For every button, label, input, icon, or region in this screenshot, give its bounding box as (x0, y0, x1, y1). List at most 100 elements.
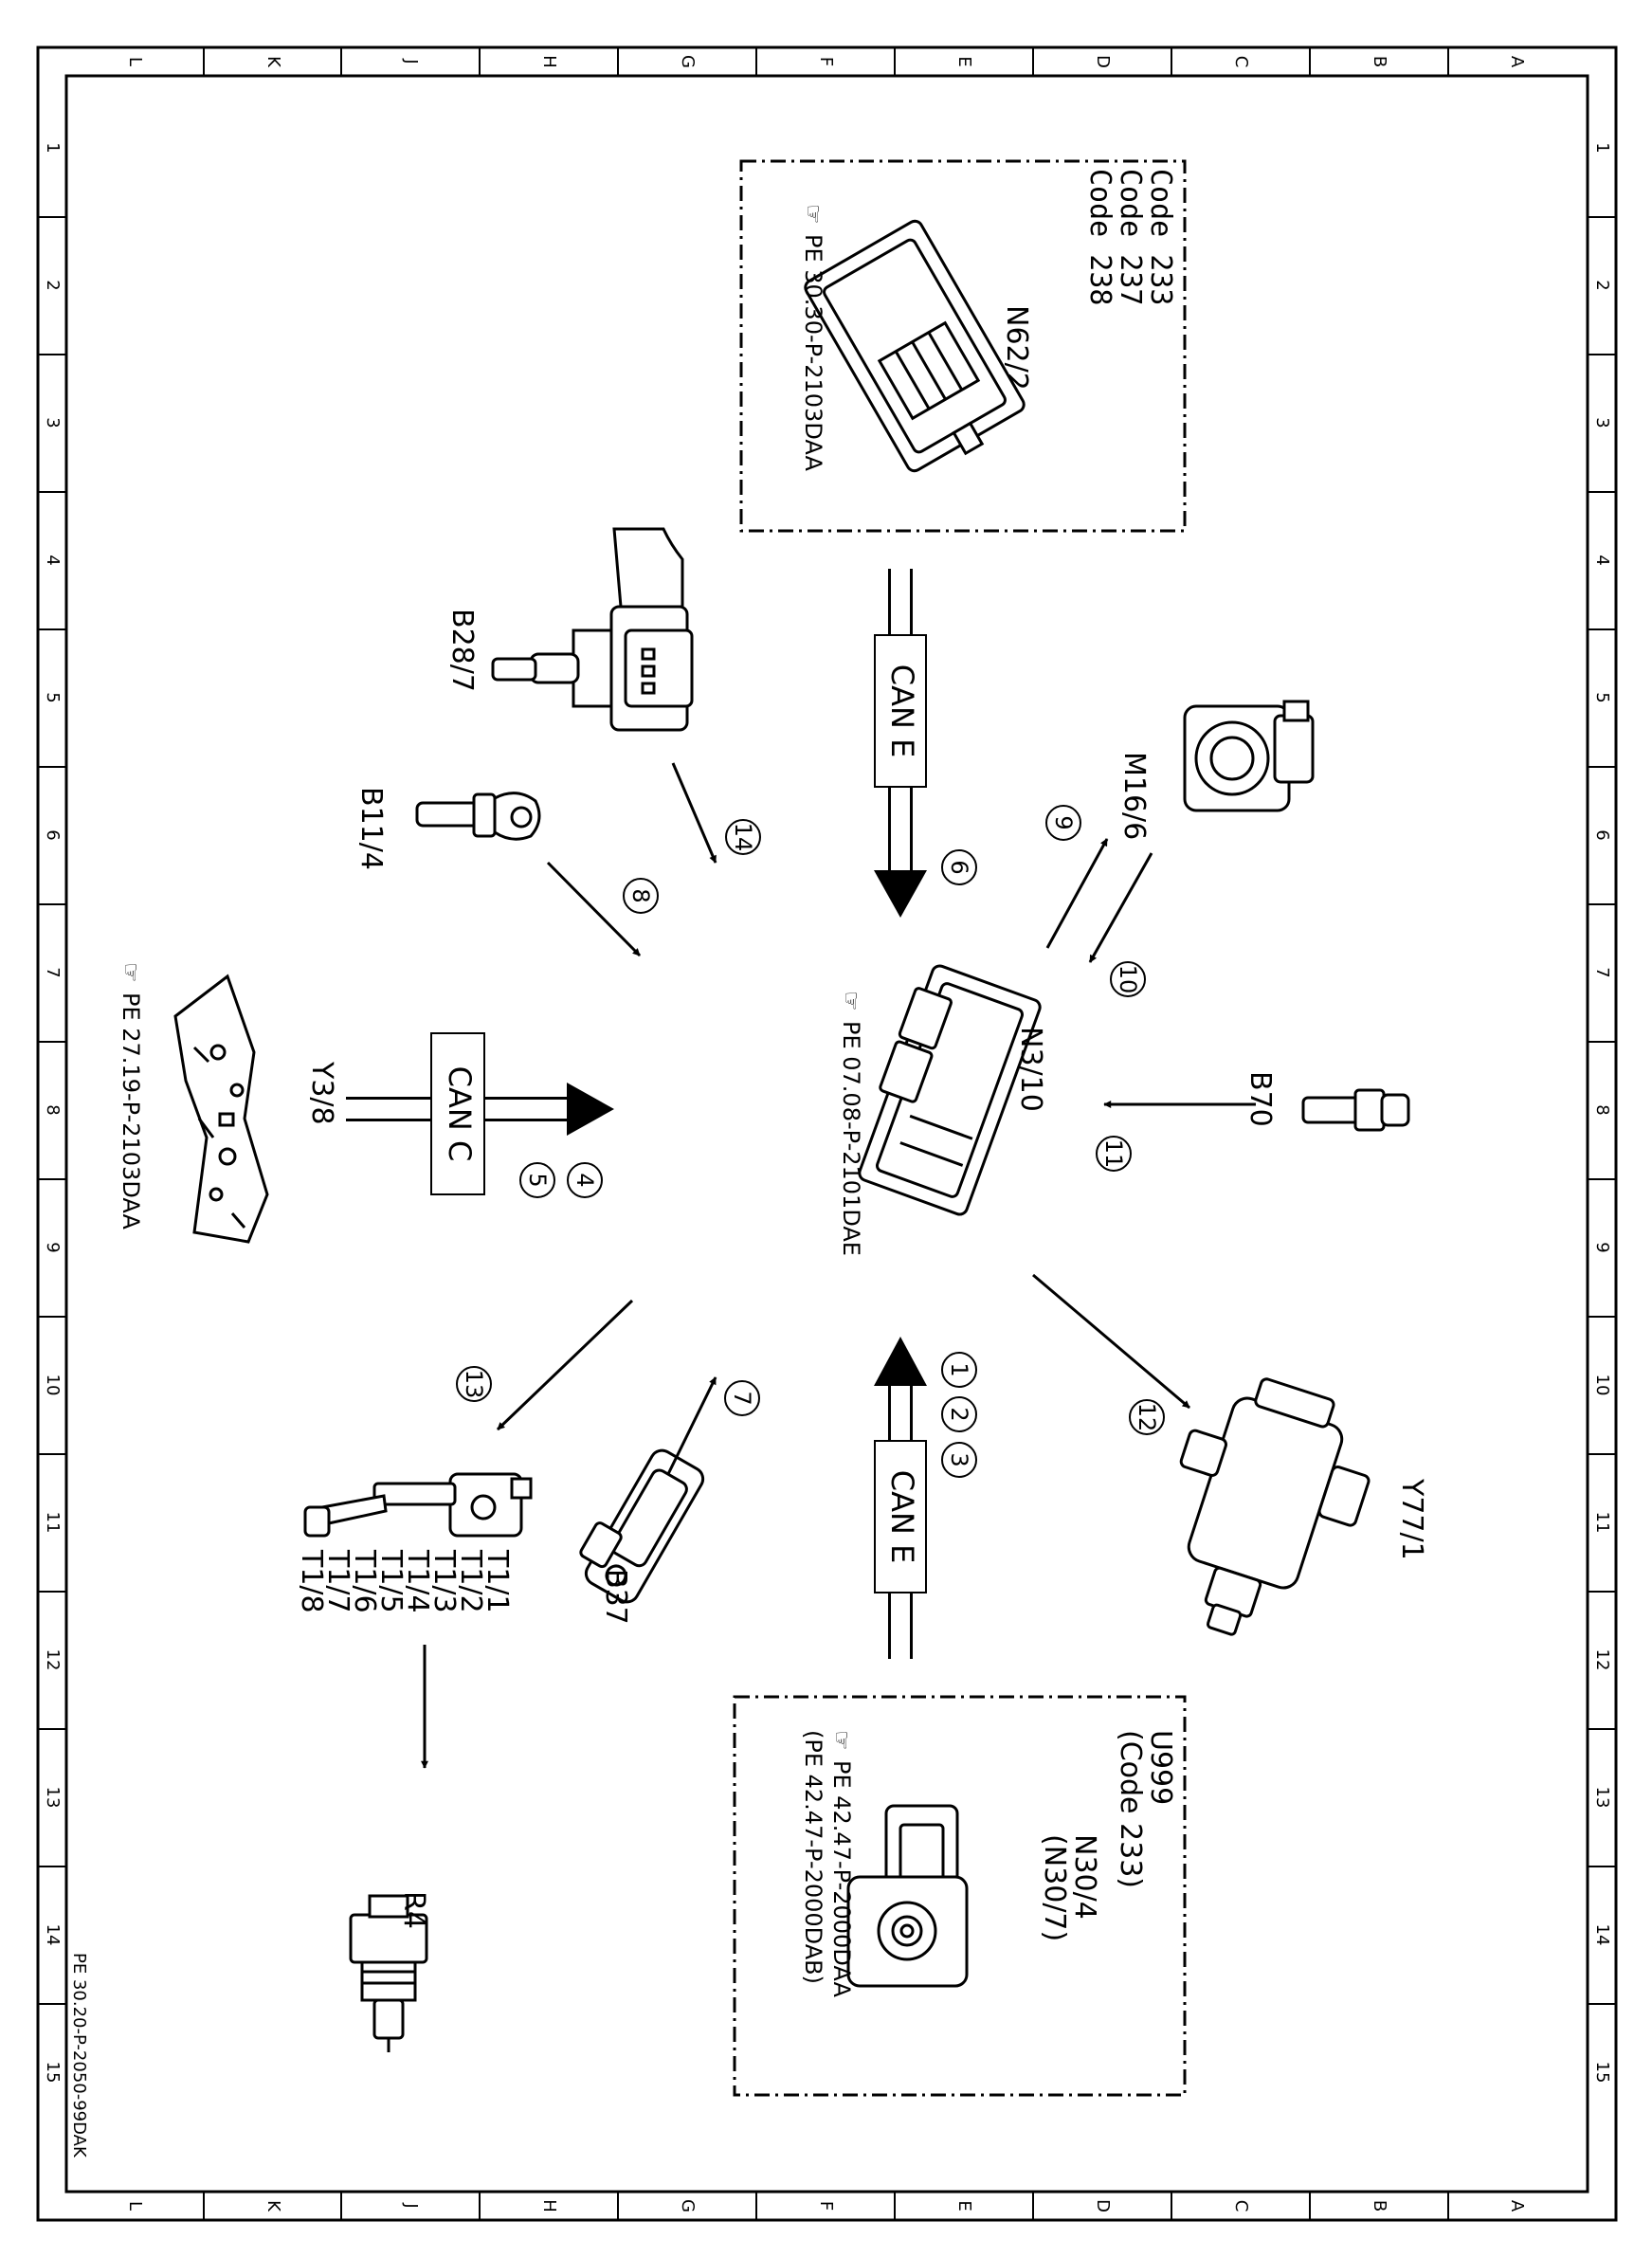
label-b11-4: B11/4 (354, 787, 388, 870)
code-line: Code 238 (1083, 169, 1116, 306)
grid-letter: A (1507, 56, 1527, 68)
signal-14: 14 (730, 823, 756, 852)
signal-arrows (421, 762, 1256, 1769)
grid-number: 11 (1592, 1512, 1612, 1534)
grid-letter: C (1231, 56, 1251, 68)
grid-letter: C (1231, 2200, 1251, 2212)
arrow-13 (496, 1299, 634, 1431)
document-id: PE 30.20-P-2050-99DAK (69, 1953, 89, 2158)
grid-letter: J (401, 2202, 421, 2208)
grid-number: 10 (43, 1375, 63, 1396)
grid-letter: G (678, 2199, 698, 2212)
grid-letter: D (1093, 2199, 1113, 2212)
t1-ignition-coil: T1/1 T1/2 T1/3 T1/4 T1/5 T1/6 T1/7 T1/8 (295, 1472, 533, 1613)
grid-number: 7 (1592, 967, 1612, 977)
b28-7-drawing (491, 527, 694, 732)
grid-number: 3 (43, 417, 63, 428)
grid-letter: F (816, 2201, 836, 2211)
grid-number: 8 (43, 1104, 63, 1115)
y77-1-valve: Y77/1 (1179, 1377, 1428, 1636)
m16-6-drawing (1183, 700, 1315, 812)
signal-10: 10 (1115, 965, 1141, 994)
grid-number: 8 (1592, 1104, 1612, 1115)
grid-numbers-left: 1 2 3 4 5 6 7 8 9 10 11 12 13 14 15 (43, 142, 63, 2083)
arrow-7 (666, 1376, 717, 1475)
label-t1-7: T1/7 (321, 1549, 354, 1613)
signal-11: 11 (1100, 1139, 1127, 1169)
grid-letter: L (125, 2201, 145, 2211)
n3-10-drawing (858, 964, 1042, 1216)
grid-number: 12 (1592, 1649, 1612, 1671)
grid-letters-bottom: L K J H G F E D C B A (125, 2199, 1527, 2212)
grid-number: 4 (43, 555, 63, 565)
b37-sensor: B37 (579, 1448, 705, 1625)
signal-8: 8 (627, 888, 654, 902)
r4-drawing (349, 1894, 428, 2052)
grid-number: 14 (1592, 1924, 1612, 1946)
grid-number: 9 (43, 1242, 63, 1252)
reference-n62-2: PE 30.30-P-2103DAA (800, 234, 826, 471)
code-line: Code 233 (1144, 169, 1177, 306)
label-t1-5: T1/5 (374, 1549, 408, 1613)
b70-sensor: B70 (1244, 1071, 1410, 1132)
can-c-left-bus: CAN C (346, 1032, 614, 1195)
reference-y3-8: PE 27.19-P-2103DAA (118, 992, 144, 1229)
grid-number: 13 (43, 1787, 63, 1809)
t1-drawing (303, 1472, 533, 1538)
grid-letter: H (539, 2199, 559, 2212)
m16-6-actuator: M16/6 (1117, 700, 1315, 840)
grid-number: 5 (43, 692, 63, 702)
signal-6: 6 (946, 860, 972, 874)
arrow-8 (546, 861, 642, 957)
grid-ticks (38, 47, 1616, 2220)
b37-drawing (579, 1448, 705, 1604)
label-n30-4: N30/4 (1068, 1834, 1101, 1920)
label-n3-10: N3/10 (1014, 1027, 1047, 1112)
signal-4: 4 (572, 1173, 598, 1187)
b11-4-sensor: B11/4 (354, 787, 541, 870)
can-c-label: CAN C (442, 1066, 478, 1162)
label-y3-8: Y3/8 (305, 1061, 338, 1125)
b70-drawing (1301, 1088, 1410, 1132)
hand-icon: ☞ (118, 962, 144, 983)
grid-number: 4 (1592, 555, 1612, 565)
signal-13: 13 (461, 1370, 487, 1399)
grid-number: 15 (43, 2062, 63, 2084)
hand-icon: ☞ (800, 204, 826, 225)
label-t1-3: T1/3 (427, 1549, 461, 1613)
grid-number: 5 (1592, 692, 1612, 702)
n62-2-module-drawing (804, 219, 1026, 473)
grid-number: 11 (43, 1512, 63, 1534)
reference-n30-4-a: PE 42.47-P-2000DAA (828, 1760, 855, 1997)
can-e-top-bus: CAN E (874, 569, 927, 918)
grid-number: 1 (43, 142, 63, 153)
signal-7: 7 (729, 1391, 755, 1405)
b28-7-sensor: B28/7 (445, 527, 694, 732)
grid-letter: K (263, 2200, 283, 2212)
grid-number: 15 (1592, 2062, 1612, 2084)
signal-12: 12 (1134, 1403, 1160, 1432)
grid-number: 3 (1592, 417, 1612, 428)
arrow-9 (1045, 838, 1109, 949)
label-b28-7: B28/7 (445, 609, 479, 692)
label-t1-8: T1/8 (295, 1549, 328, 1613)
label-n30-7: (N30/7) (1038, 1834, 1071, 1941)
hand-icon: ☞ (838, 991, 864, 1011)
grid-number: 2 (1592, 280, 1612, 290)
signal-2: 2 (946, 1407, 972, 1421)
u999-code: U999 (1144, 1730, 1177, 1805)
signal-5: 5 (524, 1173, 551, 1187)
grid-letter: D (1093, 55, 1113, 68)
y77-1-drawing (1179, 1377, 1371, 1636)
signal-1: 1 (946, 1362, 972, 1376)
label-t1-2: T1/2 (454, 1549, 487, 1613)
reference-n3-10: PE 07.08-P-2101DAE (838, 1021, 864, 1256)
label-b37: B37 (599, 1569, 632, 1625)
arrow-14 (671, 762, 717, 864)
grid-letter: L (125, 57, 145, 66)
grid-letters-top: L K J H G F E D C B A (125, 55, 1527, 68)
b11-4-drawing (415, 792, 541, 841)
grid-number: 10 (1592, 1375, 1612, 1396)
grid-letter: H (539, 55, 559, 68)
